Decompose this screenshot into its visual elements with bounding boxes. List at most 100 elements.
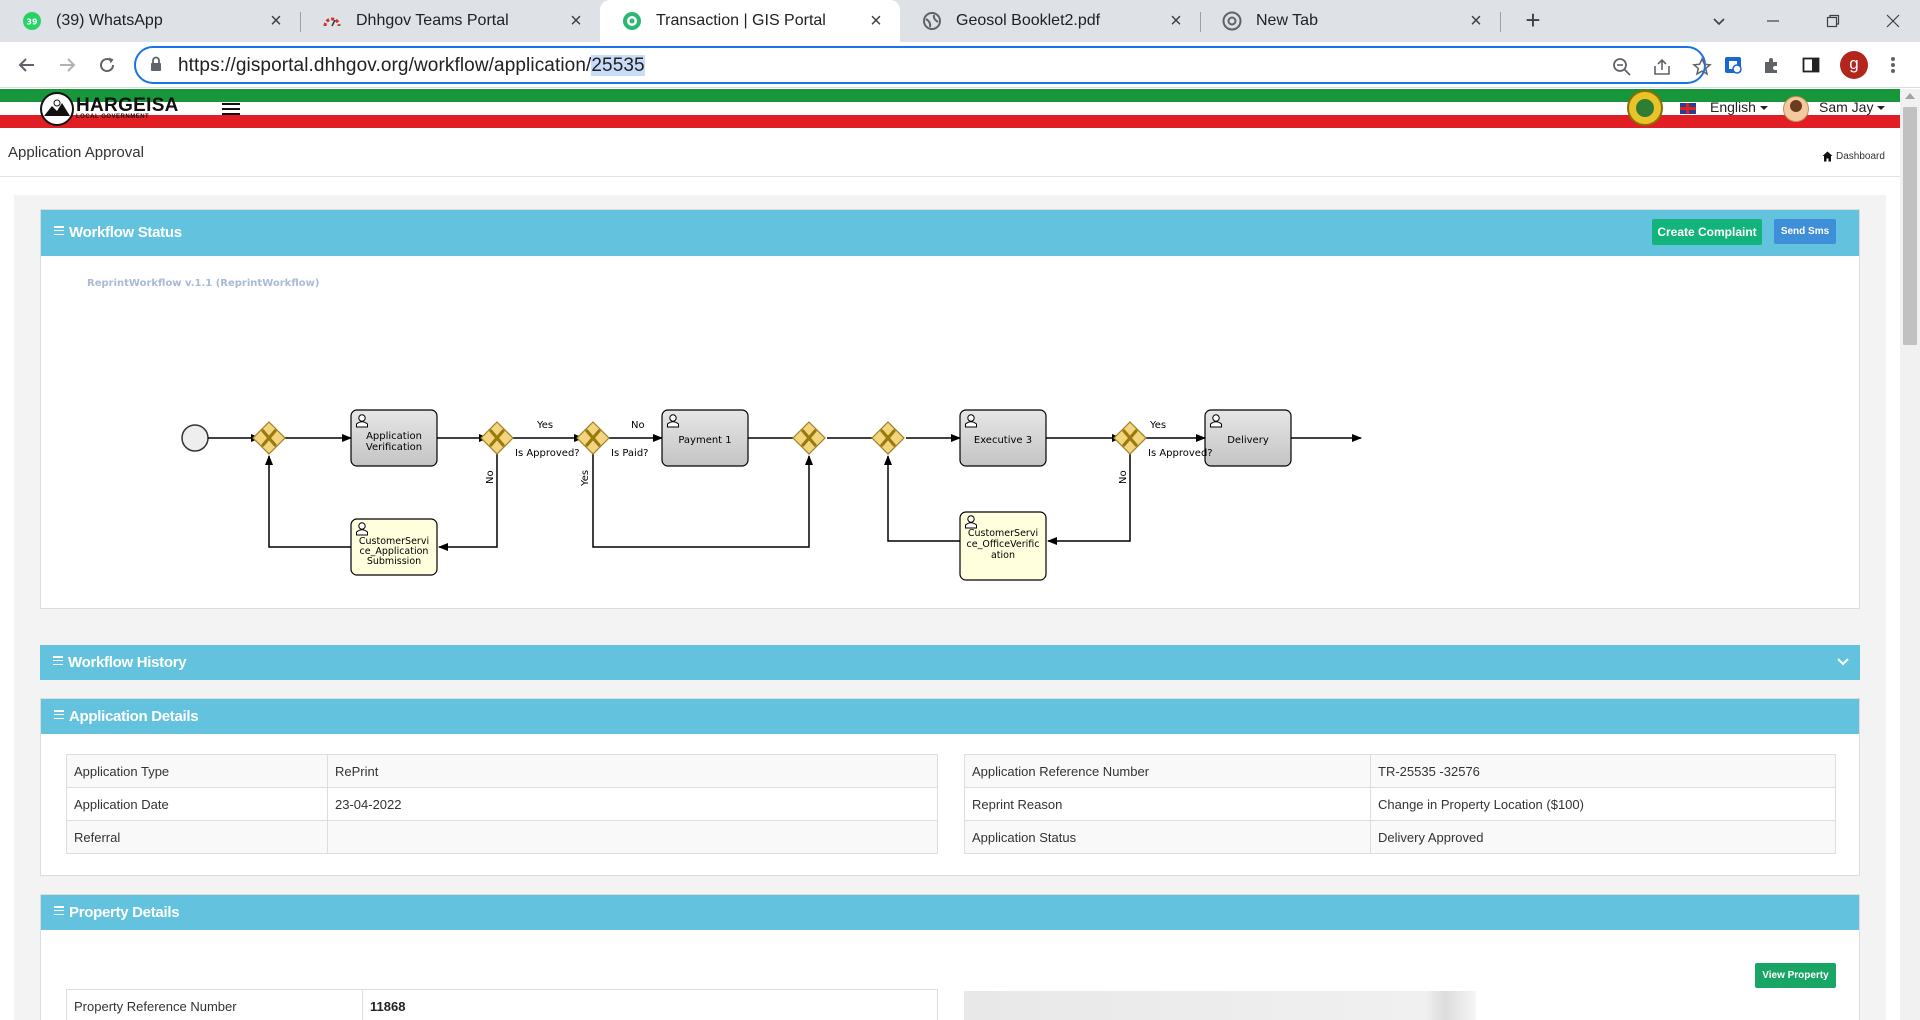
scroll-up-arrow-icon[interactable] (1905, 93, 1915, 99)
close-tab-icon[interactable]: × (1470, 10, 1482, 32)
send-sms-button[interactable]: Send Sms (1774, 219, 1836, 244)
flow-label-no: No (631, 420, 645, 431)
user-name-label: Sam Jay (1819, 99, 1874, 115)
user-menu[interactable]: Sam Jay (1819, 99, 1886, 115)
side-panel-icon[interactable] (1798, 52, 1824, 78)
property-details-panel: Property Details View Property Property … (40, 894, 1860, 1020)
minimize-icon[interactable] (1758, 6, 1788, 36)
workflow-diagram: ReprintWorkflow v.1.1 (ReprintWorkflow) (87, 278, 1362, 581)
header-stripe-red (0, 115, 1900, 128)
close-window-icon[interactable] (1878, 6, 1908, 36)
flow-label-no: No (1118, 470, 1129, 484)
globe-icon (922, 11, 942, 31)
field-value (327, 820, 938, 854)
profile-avatar[interactable]: g (1840, 51, 1868, 79)
hamburger-menu-icon[interactable] (222, 103, 240, 115)
table-row: Referral (66, 820, 938, 854)
lock-icon[interactable] (150, 56, 162, 77)
close-tab-icon[interactable]: × (570, 10, 582, 32)
panel-title: Workflow History (68, 654, 187, 671)
field-label: Property Reference Number (66, 989, 363, 1020)
restore-icon[interactable] (1818, 6, 1848, 36)
zoom-icon[interactable] (1610, 55, 1634, 79)
browser-menu-icon[interactable] (1880, 52, 1906, 78)
field-value: Change in Property Location ($100) (1370, 787, 1836, 821)
address-bar[interactable]: https://gisportal.dhhgov.org/workflow/ap… (134, 46, 1712, 84)
logo-emblem (40, 92, 74, 126)
close-tab-icon[interactable]: × (270, 10, 282, 32)
breadcrumb[interactable]: Dashboard (1822, 151, 1885, 162)
property-details-header: Property Details (41, 895, 1859, 930)
reload-icon[interactable] (92, 50, 122, 80)
field-label: Referral (66, 820, 328, 854)
gateway[interactable] (251, 420, 287, 456)
chevron-down-icon[interactable] (1837, 657, 1849, 667)
scrollbar-thumb[interactable] (1903, 107, 1917, 345)
task-label: ation (991, 550, 1015, 561)
gateway-is-approved[interactable] (479, 420, 515, 456)
workflow-status-panel: Workflow Status Create Complaint Send Sm… (40, 209, 1860, 609)
close-tab-icon[interactable]: × (1170, 10, 1182, 32)
gateway-is-paid[interactable] (575, 420, 611, 456)
task-customer-service-application-submission[interactable]: CustomerServi ce_Application Submission (350, 518, 438, 576)
tab-whatsapp[interactable]: 39 (39) WhatsApp × (0, 0, 300, 42)
start-event[interactable] (181, 424, 209, 452)
flow-label-yes: Yes (1149, 420, 1166, 431)
language-selector[interactable]: English (1710, 99, 1768, 115)
site-logo[interactable]: HARGEISA LOCAL GOVERNMENT (40, 90, 179, 128)
extension-shield-icon[interactable] (1720, 52, 1746, 78)
tab-title: Dhhgov Teams Portal (356, 12, 509, 29)
tab-geosol-pdf[interactable]: Geosol Booklet2.pdf × (900, 0, 1200, 42)
gateway-label: Is Approved? (1148, 448, 1213, 459)
task-customer-service-office-verification[interactable]: CustomerServi ce_OfficeVerific ation (959, 511, 1047, 581)
tab-gis-portal[interactable]: Transaction | GIS Portal × (600, 0, 900, 42)
header-stripe-white (0, 102, 1900, 115)
user-avatar[interactable] (1783, 96, 1809, 122)
share-icon[interactable] (1650, 55, 1674, 79)
workflow-history-panel[interactable]: Workflow History (40, 645, 1860, 680)
workflow-status-header: Workflow Status Create Complaint Send Sm… (41, 210, 1859, 256)
list-icon (54, 906, 64, 915)
task-payment[interactable]: Payment 1 (661, 409, 749, 467)
tab-divider (300, 12, 301, 32)
bookmark-star-icon[interactable] (1690, 55, 1714, 79)
task-label: Delivery (1227, 435, 1269, 446)
logo-subtitle: LOCAL GOVERNMENT (76, 114, 150, 120)
forward-arrow-icon[interactable] (52, 50, 82, 80)
field-value: TR-25535 -32576 (1370, 754, 1836, 788)
field-value: Delivery Approved (1370, 820, 1836, 854)
url-selected-segment: 25535 (591, 55, 645, 76)
list-icon (54, 710, 64, 719)
field-label: Application Status (964, 820, 1371, 854)
tab-new-tab[interactable]: New Tab × (1200, 0, 1500, 42)
task-delivery[interactable]: Delivery (1204, 409, 1292, 467)
back-arrow-icon[interactable] (12, 50, 42, 80)
create-complaint-button[interactable]: Create Complaint (1652, 219, 1762, 245)
list-icon (53, 656, 63, 665)
title-divider (0, 176, 1900, 177)
workflow-history-header[interactable]: Workflow History (40, 645, 1860, 680)
url-text[interactable]: https://gisportal.dhhgov.org/workflow/ap… (178, 55, 645, 77)
uk-flag-icon (1680, 103, 1696, 114)
page-scrollbar[interactable] (1900, 89, 1920, 1020)
new-tab-button[interactable]: + (1525, 5, 1541, 35)
task-label: Executive 3 (974, 435, 1032, 446)
task-label: ce_OfficeVerific (967, 539, 1040, 550)
gateway-is-approved[interactable] (1112, 420, 1148, 456)
task-application-verification[interactable]: Application Verification (350, 409, 438, 467)
url-prefix: https://gisportal.dhhgov.org/workflow/ap… (178, 55, 592, 76)
tab-search-chevron-icon[interactable] (1704, 6, 1734, 36)
close-tab-icon[interactable]: × (870, 10, 882, 32)
breadcrumb-dashboard-link[interactable]: Dashboard (1836, 151, 1885, 162)
gateway[interactable] (791, 420, 827, 456)
extensions-puzzle-icon[interactable] (1758, 52, 1784, 78)
view-property-button[interactable]: View Property (1755, 963, 1836, 988)
tab-teams-portal[interactable]: Dhhgov Teams Portal × (300, 0, 600, 42)
task-label: ce_Application (360, 546, 429, 557)
gateway[interactable] (870, 420, 906, 456)
field-value: 23-04-2022 (327, 787, 938, 821)
task-executive[interactable]: Executive 3 (959, 409, 1047, 467)
